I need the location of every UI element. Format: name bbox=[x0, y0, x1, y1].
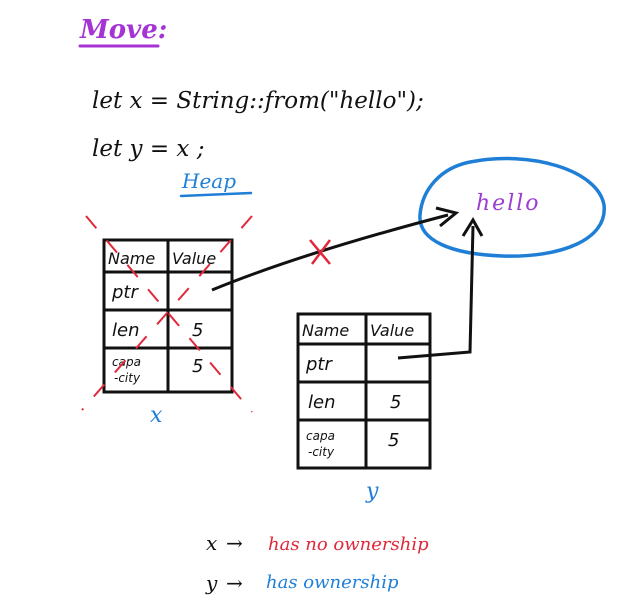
note-y-var: y bbox=[205, 571, 218, 595]
table-y: Name Value ptr len 5 capa -city 5 y bbox=[296, 312, 432, 504]
table-x-header-value: Value bbox=[172, 249, 216, 268]
strike-line bbox=[81, 215, 253, 411]
heap-underline bbox=[179, 191, 253, 198]
table-x-ptr-label: ptr bbox=[111, 282, 139, 303]
table-y-header-value: Value bbox=[370, 321, 414, 340]
table-x-capacity-label-2: -city bbox=[114, 371, 141, 385]
table-x-len-value: 5 bbox=[192, 320, 203, 341]
y-ptr-arrow bbox=[397, 225, 475, 360]
table-y-len-value: 5 bbox=[390, 392, 401, 413]
y-ptr-arrowhead bbox=[461, 217, 484, 237]
table-x-caption: x bbox=[150, 403, 163, 428]
x-ptr-arrow bbox=[211, 213, 449, 292]
table-y-header-name: Name bbox=[302, 321, 349, 340]
note-x-var: x bbox=[206, 531, 217, 555]
table-x-capacity-label-1: capa bbox=[112, 355, 141, 369]
note-y: y → has ownership bbox=[205, 571, 399, 595]
table-y-capacity-value: 5 bbox=[388, 430, 399, 451]
table-x-strike bbox=[81, 215, 253, 413]
table-y-capacity-label-2: -city bbox=[308, 445, 335, 459]
table-x-capacity-value: 5 bbox=[192, 356, 203, 377]
note-x-text: has no ownership bbox=[268, 534, 429, 555]
code-line-1: let x = String::from("hello"); bbox=[92, 88, 424, 114]
note-y-arrow: → bbox=[226, 571, 243, 595]
note-x-arrow: → bbox=[226, 531, 243, 555]
table-y-caption: y bbox=[365, 479, 379, 504]
heap-value: hello bbox=[476, 191, 541, 216]
table-y-border bbox=[296, 312, 432, 470]
x-ptr-arrowhead bbox=[435, 206, 460, 228]
heap-blob bbox=[418, 156, 606, 258]
heap-label: Heap bbox=[181, 169, 236, 193]
title: Move: bbox=[79, 15, 167, 45]
code-line-2: let y = x ; bbox=[92, 136, 204, 162]
table-x: Name Value ptr len 5 capa -city 5 x bbox=[102, 238, 234, 428]
table-y-ptr-label: ptr bbox=[305, 354, 333, 375]
x-ptr-cross-icon bbox=[309, 239, 331, 265]
table-y-capacity-label-1: capa bbox=[306, 429, 335, 443]
strike-line bbox=[85, 215, 253, 413]
note-y-text: has ownership bbox=[266, 572, 399, 593]
table-y-len-label: len bbox=[308, 392, 335, 413]
table-x-header-name: Name bbox=[108, 249, 155, 268]
note-x: x → has no ownership bbox=[206, 531, 429, 555]
table-x-len-label: len bbox=[112, 320, 139, 341]
